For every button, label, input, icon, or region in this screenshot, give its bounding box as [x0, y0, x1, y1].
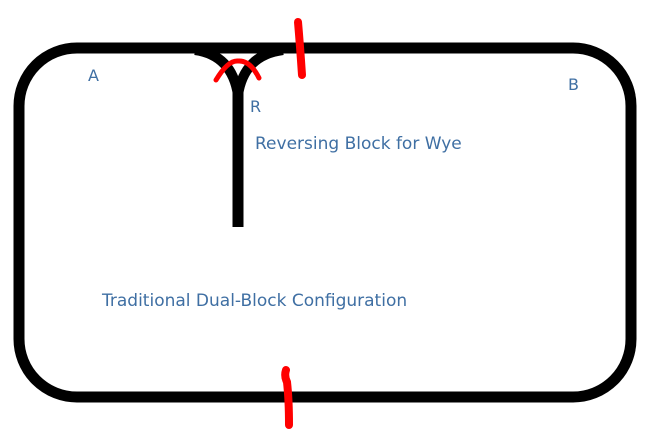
- wye-right-curve: [233, 45, 284, 96]
- bottom-gap-marker: [281, 366, 293, 429]
- wye-gap-marker: [213, 58, 262, 83]
- wye-left-curve: [194, 45, 243, 96]
- label-point-b: B: [568, 75, 579, 94]
- top-gap-marker: [294, 18, 306, 79]
- label-point-r: R: [250, 97, 261, 116]
- label-point-a: A: [88, 66, 99, 85]
- label-traditional-config: Traditional Dual-Block Configuration: [101, 291, 407, 311]
- label-reversing-block: Reversing Block for Wye: [255, 134, 462, 154]
- main-loop-track: [13, 42, 637, 403]
